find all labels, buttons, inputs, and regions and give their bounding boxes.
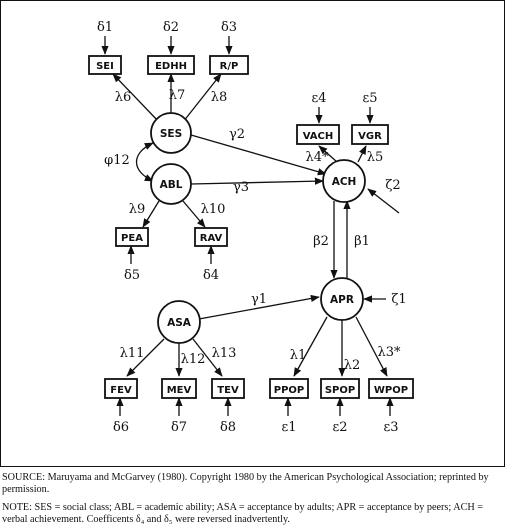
- label-ach: ACH: [332, 176, 357, 188]
- error-d3: δ3: [221, 20, 237, 35]
- box-spop: [320, 378, 360, 399]
- error-z2: ζ2: [385, 178, 400, 193]
- box-wpop: [368, 378, 414, 399]
- error-d8: δ8: [220, 420, 236, 435]
- coef-g2: γ2: [229, 127, 245, 142]
- label-edhh: EDHH: [155, 61, 187, 72]
- error-e3: ε3: [383, 420, 398, 435]
- coef-l2: λ2: [344, 358, 361, 373]
- box-mev: [161, 378, 197, 399]
- coef-phi12: φ12: [104, 153, 130, 168]
- error-e5: ε5: [362, 91, 377, 106]
- path-abl-pea: [142, 200, 160, 228]
- source-caption: SOURCE: Maruyama and McGarvey (1980). Co…: [2, 472, 489, 496]
- circle-ach: [322, 159, 366, 203]
- box-tev: [211, 378, 245, 399]
- path-ach-vach: [318, 145, 338, 163]
- label-abl: ABL: [160, 179, 183, 191]
- path-asa-tev: [192, 338, 223, 377]
- label-fev: FEV: [110, 385, 132, 396]
- label-wpop: WPOP: [374, 385, 408, 396]
- path-diagram: SEI EDHH R/P VACH VGR PEA RAV FEV MEV TE…: [88, 20, 414, 435]
- box-rav: [194, 227, 228, 247]
- box-pea: [115, 227, 149, 247]
- path-phi12: [136, 142, 154, 182]
- error-d2: δ2: [163, 20, 179, 35]
- error-e4: ε4: [311, 91, 326, 106]
- path-ses-rp: [182, 73, 222, 123]
- circle-abl: [150, 163, 192, 205]
- path-abl-rav: [182, 200, 206, 228]
- box-vgr: [351, 124, 389, 145]
- label-ses: SES: [160, 128, 182, 140]
- coef-l12: λ12: [181, 352, 206, 367]
- box-rp: [209, 55, 249, 75]
- note-caption: NOTE: SES = social class; ABL = academic…: [2, 502, 484, 526]
- label-apr: APR: [330, 294, 354, 306]
- path-apr-ppop: [293, 316, 328, 377]
- label-sei: SEI: [96, 61, 114, 72]
- error-d5: δ5: [124, 268, 140, 283]
- coef-l8: λ8: [211, 90, 228, 105]
- path-apr-wpop: [355, 316, 388, 377]
- path-ses-sei: [112, 73, 160, 123]
- label-mev: MEV: [167, 385, 192, 396]
- box-edhh: [147, 55, 195, 75]
- coef-l11: λ11: [120, 346, 145, 361]
- circle-ses: [150, 112, 192, 154]
- coef-l7: λ7: [169, 88, 186, 103]
- path-asa-fev: [126, 338, 165, 377]
- coef-l4: λ4*: [305, 150, 329, 165]
- box-vach: [296, 124, 340, 145]
- error-d7: δ7: [171, 420, 187, 435]
- coef-g1: γ1: [251, 292, 267, 307]
- coef-g3: γ3: [233, 180, 249, 195]
- path-zeta2: [367, 188, 400, 214]
- coef-l1: λ1: [290, 348, 307, 363]
- box-sei: [88, 55, 122, 75]
- coef-l13: λ13: [212, 346, 237, 361]
- label-ppop: PPOP: [274, 385, 305, 396]
- coef-l10: λ10: [201, 202, 226, 217]
- coef-l5: λ5: [367, 150, 384, 165]
- label-spop: SPOP: [325, 385, 355, 396]
- label-vach: VACH: [303, 131, 334, 142]
- box-fev: [104, 378, 138, 399]
- circle-apr: [320, 277, 364, 321]
- error-d1: δ1: [97, 20, 113, 35]
- label-tev: TEV: [217, 385, 239, 396]
- path-ach-vgr: [357, 145, 367, 163]
- label-asa: ASA: [167, 317, 192, 329]
- error-e1: ε1: [281, 420, 296, 435]
- path-gamma2: [190, 134, 327, 176]
- label-vgr: VGR: [358, 131, 382, 142]
- path-gamma1: [198, 294, 320, 320]
- coef-l9: λ9: [129, 202, 146, 217]
- label-rav: RAV: [200, 233, 223, 244]
- coef-b1: β1: [354, 234, 370, 249]
- diagram-frame: SEI EDHH R/P VACH VGR PEA RAV FEV MEV TE…: [0, 0, 505, 467]
- coef-l6: λ6: [115, 90, 132, 105]
- error-d4: δ4: [203, 268, 219, 283]
- coef-l3: λ3*: [377, 345, 401, 360]
- error-e2: ε2: [332, 420, 347, 435]
- box-ppop: [269, 378, 309, 399]
- circle-asa: [157, 300, 201, 344]
- path-gamma3: [190, 177, 324, 185]
- label-pea: PEA: [121, 233, 143, 244]
- label-rp: R/P: [220, 61, 239, 72]
- error-d6: δ6: [113, 420, 129, 435]
- coef-b2: β2: [313, 234, 329, 249]
- error-z1: ζ1: [391, 292, 406, 307]
